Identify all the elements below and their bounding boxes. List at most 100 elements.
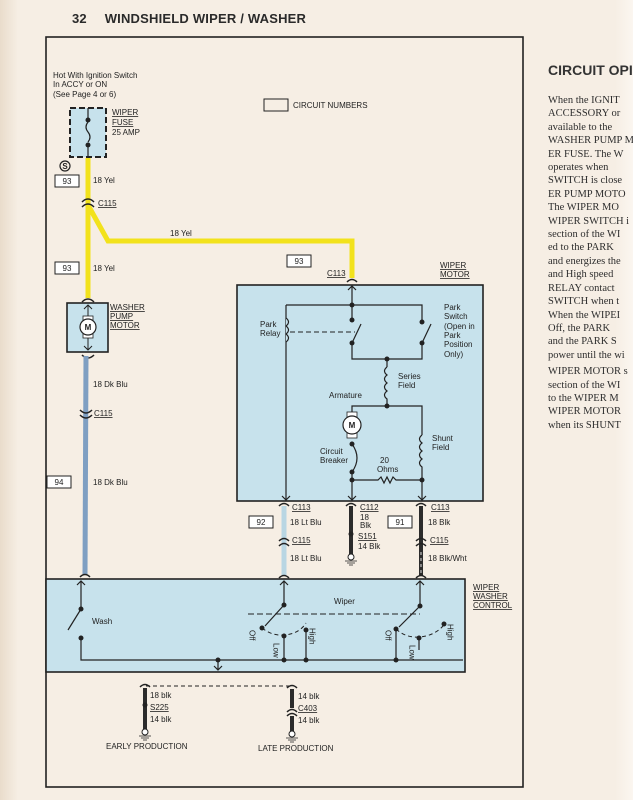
wiper-label: Wiper [334, 597, 355, 606]
wiper-motor [236, 284, 484, 502]
early-production-label: EARLY PRODUCTION [106, 742, 188, 751]
connector-c115-yellow [81, 198, 95, 208]
text-line: available to the [548, 121, 613, 133]
circuit-box-92 [248, 515, 274, 529]
park-relay-1: Park [260, 320, 277, 329]
circuit-breaker-1: Circuit [320, 447, 343, 456]
circuit-box-91 [387, 515, 413, 529]
park-switch-1: Park [444, 303, 461, 312]
connector-c113-top: C113 [327, 269, 346, 278]
pump-name-2: PUMP [110, 312, 133, 321]
text-line: and energizes the [548, 255, 621, 267]
text-line: and High speed [548, 269, 614, 281]
text-line: and the PARK S [548, 336, 617, 348]
park-switch-4: Park [444, 331, 461, 340]
left-high-label: High [308, 628, 317, 644]
page-header: 32 WINDSHIELD WIPER / WASHER [72, 11, 306, 26]
page-edge-right [615, 0, 633, 800]
wiper-motor-name-2: MOTOR [440, 270, 470, 279]
pump-name-1: WASHER [110, 303, 145, 312]
left-switch-positions: Off Low High Off Low High [248, 624, 455, 660]
text-line: WASHER PUMP M [548, 135, 633, 147]
shunt-field-1: Shunt [432, 434, 454, 443]
shunt-field-2: Field [432, 443, 449, 452]
ground-icon [286, 737, 298, 743]
text-line: RELAY contact [548, 282, 615, 294]
connector-c115-rt: C115 [430, 536, 449, 545]
page-number: 32 [72, 11, 87, 26]
early-wire-1: 18 blk [150, 691, 172, 700]
text-line: When the IGNIT [548, 95, 620, 106]
text-line: ACCESSORY or [548, 108, 621, 120]
series-field-2: Field [398, 381, 415, 390]
resistor-value: 20 [380, 456, 389, 465]
wire-label-93a: 18 Yel [93, 176, 115, 185]
control-name-2: WASHER [473, 592, 508, 601]
wire-label-92b: 18 Lt Blu [290, 554, 322, 563]
early-splice: S225 [150, 703, 169, 712]
connector-c115-b: C115 [94, 409, 113, 418]
text-line: power until the wi [548, 349, 625, 361]
right-low-label: Low [408, 645, 417, 660]
text-line: SWITCH when t [548, 296, 620, 308]
splice-icon [59, 160, 71, 172]
diagram-frame [45, 36, 524, 788]
fuse-rating: 25 AMP [112, 128, 140, 137]
wire-label-93c: 18 Yel [93, 264, 115, 273]
fuse-name-2: FUSE [112, 118, 133, 127]
motor-icon [79, 318, 97, 336]
late-wire-1: 14 blk [298, 692, 320, 701]
late-production-label: LATE PRODUCTION [258, 744, 334, 753]
park-switch-2: Switch [444, 312, 468, 321]
wire-label-94b: 18 Dk Blu [93, 478, 128, 487]
text-line: operates when [548, 162, 609, 174]
left-low-label: Low [272, 643, 281, 658]
wire-label-94a: 18 Dk Blu [93, 380, 128, 389]
splice-s151: S151 [358, 532, 377, 541]
fuse-name-1: WIPER [112, 108, 138, 117]
circuit-number-92: 92 [257, 518, 266, 527]
text-line: ed to the PARK [548, 242, 614, 254]
right-off-label: Off [384, 630, 393, 641]
resistor-unit: Ohms [377, 465, 398, 474]
text-line: The WIPER MO [548, 202, 619, 214]
text-line: section of the WI [548, 229, 621, 241]
text-line: WIPER MOTOR [548, 406, 622, 418]
connector-c113-right: C113 [431, 503, 450, 512]
early-wire-2: 14 blk [150, 715, 172, 724]
wire-label-92a: 18 Lt Blu [290, 518, 322, 527]
control-name-3: CONTROL [473, 601, 513, 610]
text-line: ER PUMP MOTO [548, 188, 626, 200]
wire-label-gnd-1: 18 [360, 513, 369, 522]
armature-motor-symbol: M [349, 421, 356, 430]
connector-c112: C112 [360, 503, 379, 512]
washer-pump-motor [66, 302, 109, 353]
circuit-box-93b [54, 261, 80, 275]
circuit-box-94 [46, 475, 72, 489]
park-switch-6: Only) [444, 350, 463, 359]
text-line: section of the WI [548, 379, 621, 391]
text-line: when its SHUNT [548, 419, 621, 431]
power-source-line3: (See Page 4 or 6) [53, 90, 116, 99]
wire-yellow [85, 158, 355, 298]
wire-label-gnd-3: 14 Blk [358, 542, 381, 551]
text-line: SWITCH is close [548, 175, 623, 187]
text-line: WIPER SWITCH i [548, 215, 630, 227]
ground-icon [139, 735, 151, 741]
circuit-number-93a: 93 [63, 177, 72, 186]
connector-c115-blue [79, 409, 93, 419]
late-connector: C403 [298, 704, 318, 713]
circuit-number-legend-box [263, 98, 289, 112]
wiper-motor-name-1: WIPER [440, 261, 466, 270]
page-title: WINDSHIELD WIPER / WASHER [104, 11, 307, 26]
park-relay-2: Relay [260, 329, 280, 338]
connector-c115-a: C115 [98, 199, 117, 208]
circuit-box-93a [54, 174, 80, 188]
early-production-ground [139, 683, 151, 741]
ground-icon [345, 560, 357, 566]
pump-motor-symbol: M [85, 323, 92, 332]
text-line: When the WIPEI [548, 309, 621, 321]
circuit-number-93b: 93 [63, 264, 72, 273]
